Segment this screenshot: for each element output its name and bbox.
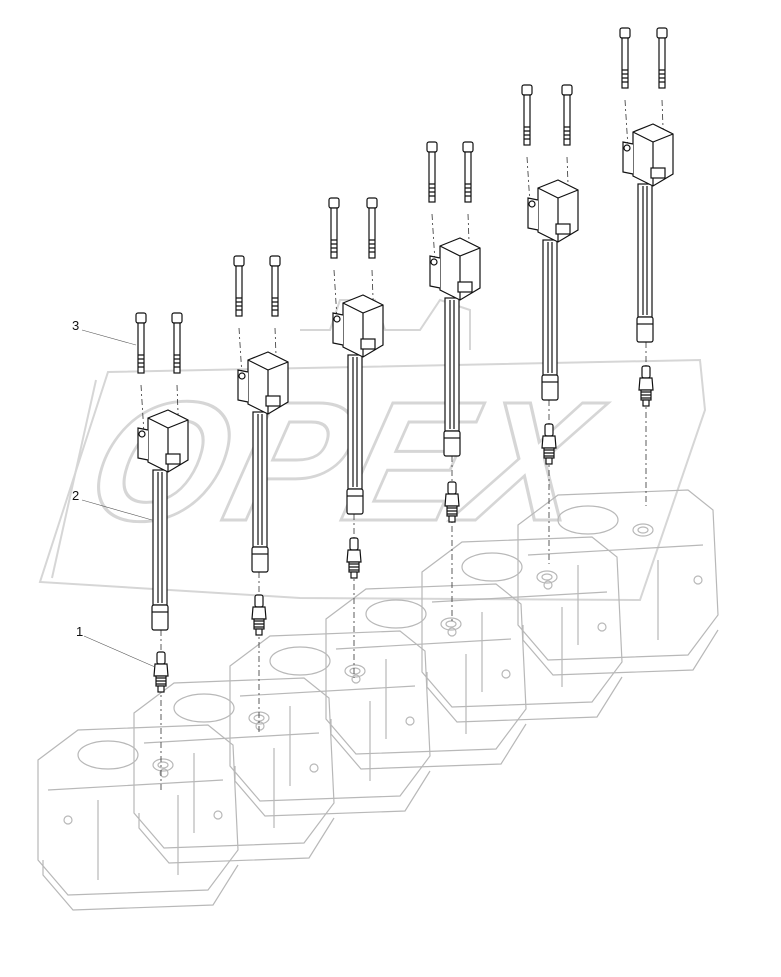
spark-plug-6 [638,365,654,407]
spark-plug-4 [444,481,460,523]
coil-boot [636,316,654,343]
callout-1: 1 [76,624,156,668]
spark-plug-3 [346,537,362,579]
coil-boot [346,488,364,515]
coil-connector [650,167,666,179]
head-section-1 [37,724,239,911]
coil-connector [555,223,571,235]
callout-3-label: 3 [72,318,79,333]
cylinder-head [37,489,719,911]
ignition-coil-4 [429,237,481,457]
head-section-6 [517,489,719,676]
bolt-1-2 [171,312,183,374]
bolt-boss [309,763,319,773]
callout-1-label: 1 [76,624,83,639]
coil-boot [443,430,461,457]
bolt-4-2 [462,141,474,203]
valve-bore [173,693,235,723]
valve-bore [269,646,331,676]
coil-boot [151,604,169,631]
bolt-boss [447,627,457,637]
bolt-5-2 [561,84,573,146]
coil-connector [457,281,473,293]
bolt-boss [405,716,415,726]
head-section-4 [325,583,527,770]
bolt-center-line-4 [431,213,437,279]
valve-bore [461,552,523,582]
plug-bore [344,664,366,678]
bolt-boss [597,622,607,632]
head-section-5 [421,536,623,723]
ignition-coil-3 [332,294,384,515]
coil-boot [541,374,559,401]
plug-bore-inner [541,573,553,581]
plug-bore [440,617,462,631]
bolt-3-1 [328,197,340,259]
bolt-boss [501,669,511,679]
bolt-boss [543,580,553,590]
coil-connector [165,453,181,465]
callout-2-label: 2 [72,488,79,503]
callout-2-leader [81,499,153,521]
bolt-center-line-6 [624,99,630,165]
ignition-parts [135,27,674,693]
head-section-2 [133,677,335,864]
coil-shaft [444,297,460,432]
bolt-boss [255,721,265,731]
coil-shaft [347,354,363,490]
ignition-coil-1 [137,409,189,631]
coil-connector [360,338,376,350]
bolt-boss [159,768,169,778]
valve-bore [365,599,427,629]
plug-bore [152,758,174,772]
bolt-6-2 [656,27,668,89]
bolt-center-line-3 [333,269,339,336]
valve-bore [77,740,139,770]
bolt-2-1 [233,255,245,317]
plug-bore [632,523,654,537]
callout-3: 3 [72,318,137,346]
bolt-4-1 [426,141,438,203]
coil-shaft [637,183,653,318]
bolt-boss [351,674,361,684]
bolt-boss [693,575,703,585]
spark-plug-2 [251,594,267,636]
spark-plug-5 [541,423,557,465]
valve-bore [557,505,619,535]
plug-bore-inner [157,761,169,769]
coil-connector [265,395,281,407]
bolt-boss [213,810,223,820]
bolt-boss [63,815,73,825]
bolt-6-1 [619,27,631,89]
bolt-2-2 [269,255,281,317]
plug-bore-inner [445,620,457,628]
plug-bore-inner [637,526,649,534]
coil-boot [251,546,269,573]
ignition-coil-2 [237,351,289,573]
plug-bore [536,570,558,584]
plug-bore-inner [349,667,361,675]
ignition-coil-5 [527,179,579,401]
callout-2: 2 [72,488,153,521]
bolt-center-line-1 [140,384,146,451]
callout-3-leader [81,329,137,346]
callout-1-leader [83,635,156,668]
bolt-center-line-2 [238,327,244,393]
coil-shaft [542,239,558,376]
head-section-3 [229,630,431,817]
coil-shaft [252,411,268,548]
coil-shaft [152,469,168,606]
bolt-1-1 [135,312,147,374]
bolt-5-1 [521,84,533,146]
spark-plug-1 [153,651,169,693]
bolt-3-2 [366,197,378,259]
ignition-coil-6 [622,123,674,343]
